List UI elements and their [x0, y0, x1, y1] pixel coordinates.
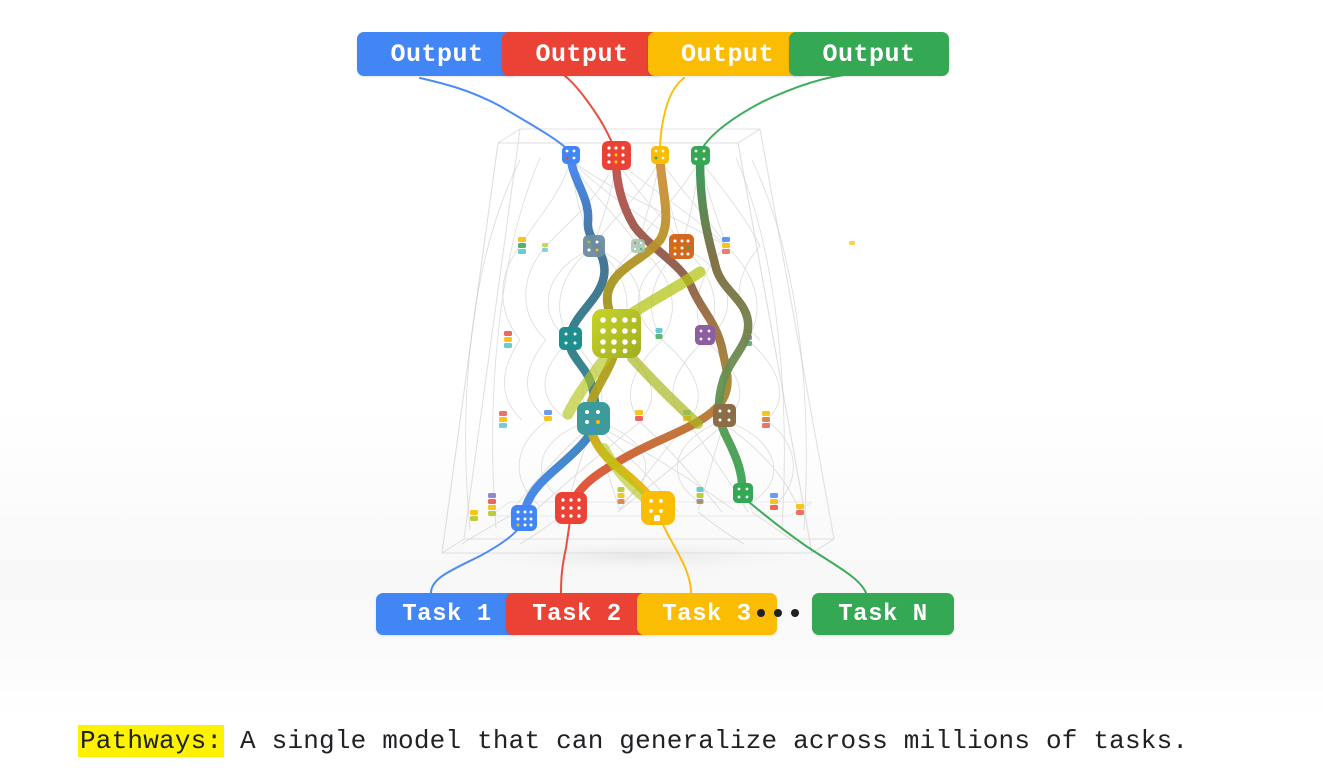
- ellipsis-dot-3: [791, 609, 799, 617]
- green-leader-bottom: [741, 495, 867, 594]
- output-chip-3-label: Output: [680, 39, 774, 69]
- output-chip-2[interactable]: Output: [502, 32, 662, 76]
- layer4-teal-node: [577, 402, 610, 435]
- bottom-red-node: [555, 492, 587, 524]
- layer4-tan-node: [713, 404, 736, 427]
- task-chip-1[interactable]: Task 1: [376, 593, 518, 635]
- caption-highlight: Pathways:: [78, 725, 225, 757]
- task-chip-1-label: Task 1: [402, 600, 492, 628]
- task-chip-3[interactable]: Task 3: [637, 593, 777, 635]
- red-pathway: [566, 155, 732, 515]
- layer2-steel-node: [583, 235, 605, 257]
- bottom-yellow-node: [641, 491, 675, 525]
- green-pathway: [695, 155, 753, 501]
- pathways-network-diagram: [410, 73, 870, 594]
- bottom-blue-node: [511, 505, 537, 531]
- layer2-faint-node: [631, 239, 645, 253]
- top-red-node: [602, 141, 631, 170]
- lime-ribbon-lower-left: [562, 352, 612, 420]
- layer3-teal-node: [559, 327, 582, 350]
- active-nodes: [511, 141, 753, 531]
- blue-leader-bottom: [430, 521, 525, 594]
- task-chip-n-label: Task N: [838, 600, 928, 628]
- output-chip-2-label: Output: [535, 39, 629, 69]
- green-leader-top: [699, 73, 853, 154]
- output-chip-1-label: Output: [390, 39, 484, 69]
- bottom-green-node: [733, 483, 753, 503]
- red-leader-top: [564, 75, 617, 154]
- top-green-node: [691, 146, 710, 165]
- output-chip-4[interactable]: Output: [789, 32, 949, 76]
- layer3-lime-hub: [592, 309, 641, 358]
- top-blue-node: [562, 146, 580, 164]
- caption: Pathways: A single model that can genera…: [78, 724, 1188, 758]
- ellipsis-dot-1: [757, 609, 765, 617]
- output-chip-3[interactable]: Output: [648, 32, 807, 76]
- task-chip-3-label: Task 3: [662, 600, 752, 628]
- output-chip-1[interactable]: Output: [357, 32, 517, 76]
- floor-shadow: [410, 534, 870, 578]
- top-yellow-node: [651, 146, 669, 164]
- yellow-leader-top: [659, 77, 685, 154]
- task-chip-2-label: Task 2: [532, 600, 622, 628]
- blue-leader-top: [419, 77, 572, 154]
- layer2-orange-node: [669, 234, 694, 259]
- lime-ribbon-lower-right: [627, 353, 703, 429]
- ellipsis-dot-2: [774, 609, 782, 617]
- task-chip-n[interactable]: Task N: [812, 593, 954, 635]
- output-chip-4-label: Output: [822, 39, 916, 69]
- task-chip-2[interactable]: Task 2: [506, 593, 648, 635]
- layer3-purple-node: [695, 325, 715, 345]
- task-ellipsis: [757, 609, 799, 617]
- caption-rest: A single model that can generalize acros…: [224, 726, 1189, 756]
